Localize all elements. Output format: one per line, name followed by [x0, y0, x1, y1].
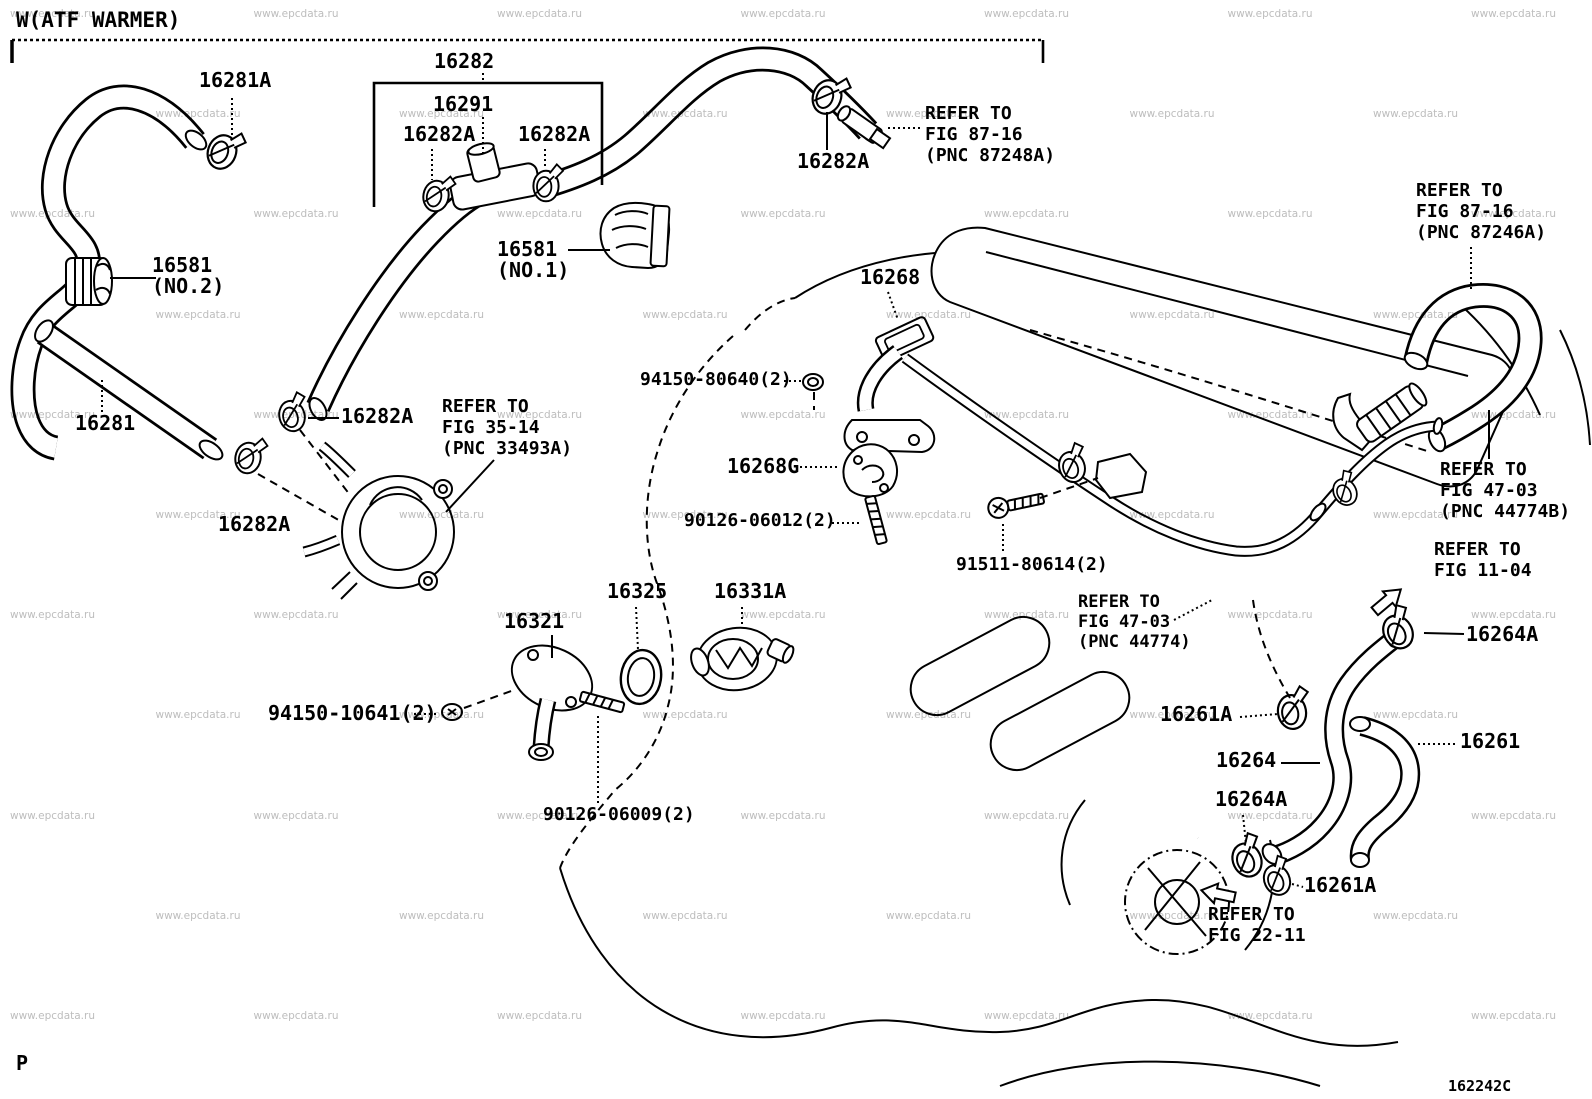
nut-94150-80640	[802, 373, 824, 391]
refer-fig-11-04: REFER TO FIG 11-04	[1434, 539, 1532, 581]
bracket-16282	[372, 81, 604, 207]
refer-fig-22-11: REFER TO FIG 22-11	[1208, 904, 1306, 946]
label-16261A-2: 16261A	[1304, 873, 1377, 897]
label-16282A-1: 16282A	[403, 122, 476, 146]
oil-cooler-33493A	[302, 441, 455, 600]
refer-fig-87-16-87248A: REFER TO FIG 87-16 (PNC 87248A)	[925, 103, 1056, 166]
fasteners	[441, 373, 1045, 721]
part-16581-no1	[599, 201, 671, 270]
label-16268: 16268	[860, 265, 921, 289]
label-94150-10641: 94150-10641(2)	[268, 701, 437, 725]
figure-code: 162242C	[1448, 1077, 1512, 1095]
label-16261A-1: 16261A	[1160, 702, 1233, 726]
label-16264A-1: 16264A	[1466, 622, 1539, 646]
label-90126-06009: 90126-06009(2)	[543, 804, 695, 825]
label-16282A-5: 16282A	[218, 512, 291, 536]
label-94150-80640: 94150-80640(2)	[640, 369, 792, 390]
water-valve-44774B	[1332, 382, 1428, 452]
label-16264A-2: 16264A	[1215, 787, 1288, 811]
bypass-pipe	[901, 353, 1444, 557]
oring-16325	[619, 648, 663, 706]
nut-94150-10641	[441, 703, 463, 721]
sensor-87248A	[836, 105, 892, 150]
label-16282A-3: 16282A	[797, 149, 870, 173]
label-16325: 16325	[607, 579, 668, 603]
label-16261: 16261	[1460, 729, 1521, 753]
label-16581-no1: 16581 (NO.1)	[497, 237, 570, 282]
label-91511-80614: 91511-80614(2)	[956, 554, 1108, 575]
atf-warmer-bracket	[10, 38, 1045, 63]
label-16282: 16282	[434, 49, 495, 73]
label-16264: 16264	[1216, 748, 1277, 772]
label-16581-no2: 16581 (NO.2)	[152, 253, 225, 298]
label-16281: 16281	[75, 411, 136, 435]
stud-90126-06009	[578, 690, 626, 714]
leader-lines	[101, 73, 1490, 888]
hose-tee-assembly-16282	[306, 46, 882, 421]
label-16281A: 16281A	[199, 68, 272, 92]
gasket-16268G	[842, 443, 899, 498]
variant-note: W(ATF WARMER)	[16, 8, 181, 32]
page-letter: P	[16, 1051, 29, 1075]
stud-90126-06012	[864, 494, 888, 546]
label-90126-06012: 90126-06012(2)	[684, 510, 836, 531]
refer-fig-47-03-44774B: REFER TO FIG 47-03 (PNC 44774B)	[1440, 459, 1571, 522]
refer-fig-35-14: REFER TO FIG 35-14 (PNC 33493A)	[442, 396, 573, 459]
thermostat-16331A	[690, 626, 795, 692]
part-16581-no2	[65, 257, 113, 306]
elbow-16268	[843, 316, 936, 454]
refer-fig-47-03-44774: REFER TO FIG 47-03 (PNC 44774)	[1078, 592, 1191, 652]
label-16331A: 16331A	[714, 579, 787, 603]
refer-fig-87-16-87246A: REFER TO FIG 87-16 (PNC 87246A)	[1416, 180, 1547, 243]
label-16268G: 16268G	[727, 454, 800, 478]
engine-outline	[559, 251, 1591, 1087]
heater-hose-87246A	[1403, 282, 1543, 453]
label-16291: 16291	[433, 92, 494, 116]
label-16282A-4: 16282A	[341, 404, 414, 428]
label-16321: 16321	[504, 609, 565, 633]
water-inlet-16321	[510, 644, 594, 761]
bolt-91511-80614	[987, 492, 1045, 519]
hoses-16261-16264	[1195, 600, 1425, 901]
label-16282A-2: 16282A	[518, 122, 591, 146]
